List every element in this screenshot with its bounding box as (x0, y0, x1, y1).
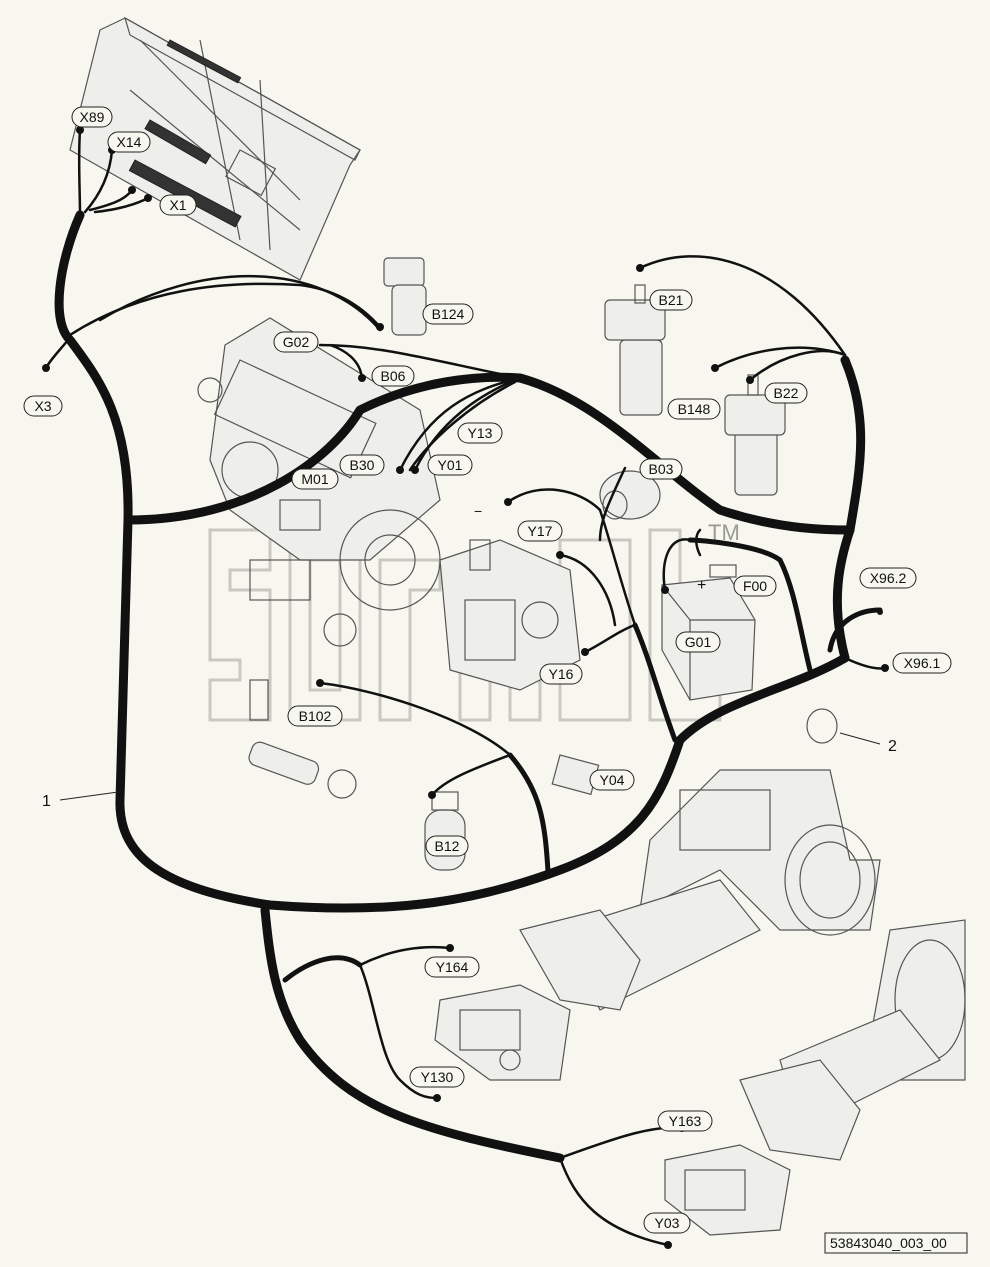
document-id-box: 53843040_003_00 (824, 1232, 968, 1254)
label-y17: Y17 (517, 520, 563, 542)
starter-b03-part (599, 470, 661, 520)
label-x3: X3 (23, 395, 63, 417)
svg-text:Y01: Y01 (438, 457, 463, 473)
svg-text:X96.1: X96.1 (904, 655, 941, 671)
label-x96-1: X96.1 (892, 652, 952, 674)
label-g01: G01 (675, 631, 721, 653)
svg-text:F00: F00 (743, 578, 767, 594)
svg-text:B22: B22 (774, 385, 799, 401)
actuator-cylinder (248, 679, 357, 799)
label-b102: B102 (287, 705, 343, 727)
svg-text:X14: X14 (117, 134, 142, 150)
leader-item-1 (59, 791, 119, 801)
label-x1: X1 (159, 194, 197, 216)
svg-text:Y04: Y04 (600, 772, 625, 788)
svg-text:Y17: Y17 (528, 523, 553, 539)
drive-motor-y03 (664, 1059, 861, 1236)
battery-plus-sign: + (697, 577, 706, 594)
label-y163: Y163 (657, 1110, 713, 1132)
svg-text:X1: X1 (169, 197, 186, 213)
label-y164: Y164 (424, 956, 480, 978)
callout-item-1: 1 (42, 793, 51, 810)
svg-text:X3: X3 (34, 398, 51, 414)
label-b124: B124 (422, 303, 474, 325)
svg-text:Y16: Y16 (549, 666, 574, 682)
svg-text:Y164: Y164 (436, 959, 469, 975)
engine-block (197, 317, 441, 647)
label-b21: B21 (649, 289, 693, 311)
label-y04: Y04 (589, 769, 635, 791)
label-b148: B148 (667, 398, 721, 420)
label-x14: X14 (107, 131, 151, 153)
svg-text:G02: G02 (283, 334, 310, 350)
label-b06: B06 (371, 365, 415, 387)
label-y03: Y03 (643, 1212, 691, 1234)
drive-motor-y164 (434, 909, 641, 1081)
svg-text:B124: B124 (432, 306, 465, 322)
label-b30: B30 (339, 454, 385, 476)
hydraulic-pump (439, 539, 581, 691)
svg-text:B21: B21 (659, 292, 684, 308)
svg-text:B03: B03 (649, 461, 674, 477)
label-y130: Y130 (409, 1066, 465, 1088)
filter-b124-part (383, 257, 427, 336)
callout-item-2: 2 (888, 738, 897, 755)
branch-wires (44, 128, 887, 1247)
label-y13: Y13 (457, 422, 503, 444)
filter-b22-part (724, 374, 786, 496)
label-y16: Y16 (539, 663, 583, 685)
svg-text:B102: B102 (299, 708, 332, 724)
filter-b21-part (604, 284, 666, 416)
svg-text:M01: M01 (301, 471, 328, 487)
svg-text:Y03: Y03 (655, 1215, 680, 1231)
label-x96-2: X96.2 (859, 567, 917, 589)
svg-text:53843040_003_00: 53843040_003_00 (830, 1235, 947, 1251)
clamp-item-2 (806, 708, 838, 744)
label-f00: F00 (733, 575, 777, 597)
label-b03: B03 (639, 458, 683, 480)
svg-text:G01: G01 (685, 634, 712, 650)
svg-text:B06: B06 (381, 368, 406, 384)
label-y01: Y01 (427, 454, 473, 476)
svg-text:Y13: Y13 (468, 425, 493, 441)
label-g02: G02 (273, 331, 319, 353)
svg-text:B12: B12 (435, 838, 460, 854)
svg-text:B30: B30 (350, 457, 375, 473)
label-b22: B22 (764, 382, 808, 404)
svg-text:X96.2: X96.2 (870, 570, 907, 586)
label-b12: B12 (425, 835, 469, 857)
battery-minus-sign: − (474, 503, 482, 519)
sensor-b12-part (424, 791, 466, 871)
svg-text:Y163: Y163 (669, 1113, 702, 1129)
label-x89: X89 (71, 106, 113, 128)
label-m01: M01 (291, 468, 339, 490)
svg-text:B148: B148 (678, 401, 711, 417)
svg-text:Y130: Y130 (421, 1069, 454, 1085)
svg-text:X89: X89 (80, 109, 105, 125)
leader-item-2 (839, 732, 881, 745)
